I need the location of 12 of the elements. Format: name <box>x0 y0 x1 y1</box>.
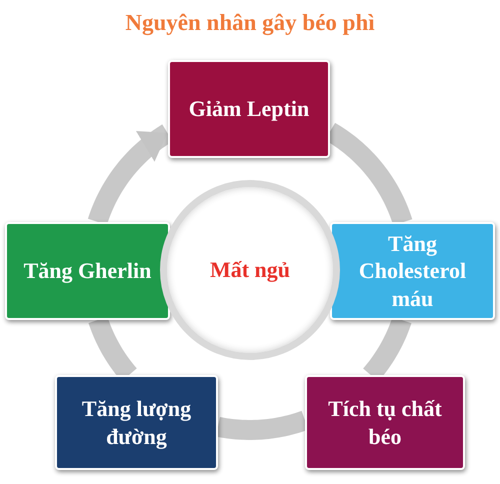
cause-box <box>330 222 495 320</box>
node-text: Giảm Leptin <box>188 95 310 123</box>
node-text: Tăng Cholesterol máu <box>358 230 468 312</box>
node-text: Tích tụ chất béo <box>327 395 443 450</box>
cause-box <box>305 375 465 470</box>
node-text: Tăng lượng đường <box>80 395 192 450</box>
cause-box <box>168 60 330 158</box>
node-text: Mất ngủ <box>210 256 290 284</box>
node-text: Tăng Gherlin <box>24 257 152 285</box>
cause-box <box>55 375 218 470</box>
title: Nguyên nhân gây béo phì <box>124 10 376 36</box>
cause-box <box>5 222 170 320</box>
